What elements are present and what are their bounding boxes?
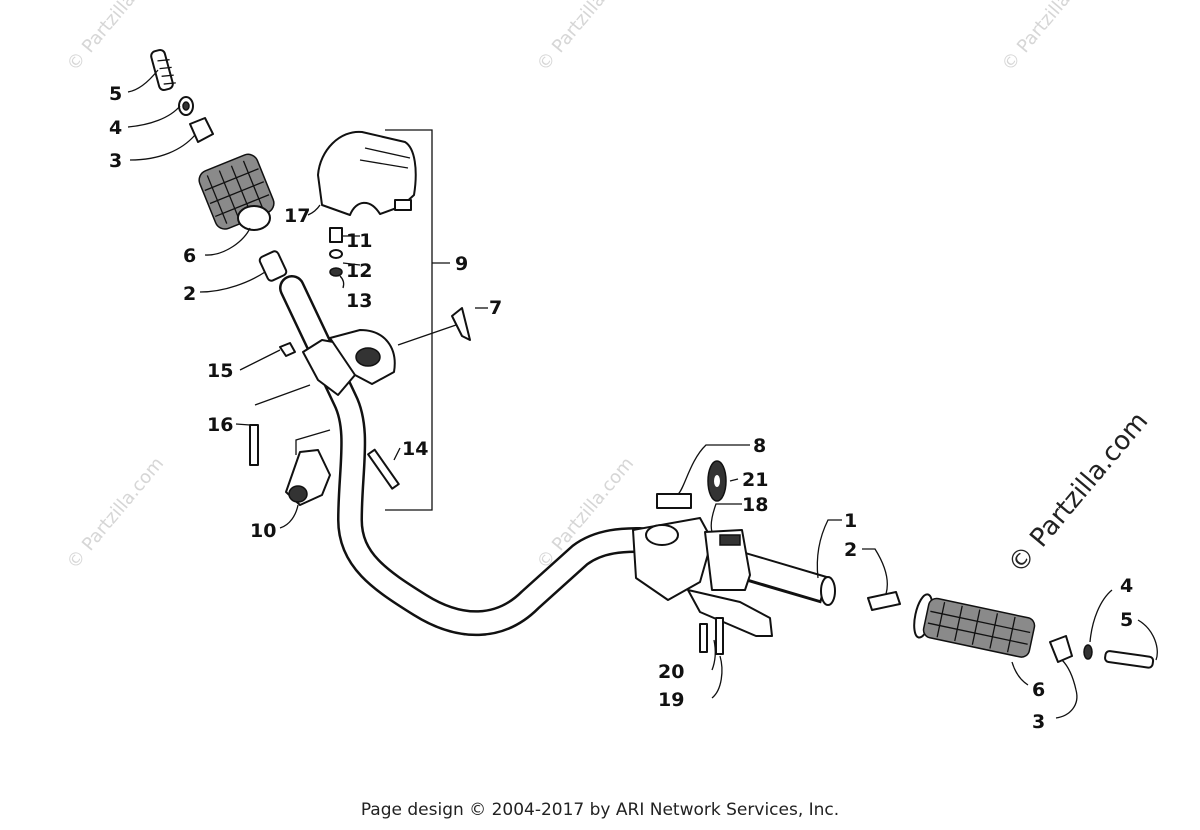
- callout-13: 13: [346, 290, 372, 312]
- callout-5-right: 5: [1120, 609, 1133, 631]
- right-grip-assembly: [867, 591, 1155, 669]
- callout-2-left: 2: [183, 283, 196, 305]
- watermark-4: © Partzilla.com: [63, 453, 168, 573]
- callout-21: 21: [742, 469, 768, 491]
- callout-4-right: 4: [1120, 575, 1133, 597]
- callout-8: 8: [753, 435, 766, 457]
- callout-20: 20: [658, 661, 684, 683]
- callout-19: 19: [658, 689, 684, 711]
- brake-switch-assembly: [632, 460, 773, 655]
- callout-3-left: 3: [109, 150, 122, 172]
- footer-copyright: Page design © 2004-2017 by ARI Network S…: [360, 800, 840, 820]
- callout-7: 7: [489, 297, 502, 319]
- callout-17: 17: [284, 205, 310, 227]
- callout-1: 1: [844, 510, 857, 532]
- handlebar: [279, 275, 836, 637]
- callout-18: 18: [742, 494, 768, 516]
- leader-lines: [127, 69, 1158, 719]
- watermarks: © Partzilla.com © Partzilla.com © Partzi…: [63, 0, 1103, 573]
- callout-labels: 5 4 3 6 2 17 11 12 13 9 7 15 16 10 14 8 …: [109, 83, 1133, 733]
- callout-3-right: 3: [1032, 711, 1045, 733]
- callout-16: 16: [207, 414, 233, 436]
- left-grip-assembly: [150, 48, 288, 282]
- callout-10: 10: [250, 520, 276, 542]
- throttle-housing-assembly: [249, 130, 471, 506]
- callout-15: 15: [207, 360, 233, 382]
- callout-14: 14: [402, 438, 428, 460]
- watermark-2: © Partzilla.com: [533, 0, 638, 75]
- callout-6-left: 6: [183, 245, 196, 267]
- callout-6-right: 6: [1032, 679, 1045, 701]
- callout-11: 11: [346, 230, 372, 252]
- callout-4-left: 4: [109, 117, 122, 139]
- callout-5-left: 5: [109, 83, 122, 105]
- callout-9: 9: [455, 253, 468, 275]
- callout-12: 12: [346, 260, 372, 282]
- partzilla-watermark: © Partzilla.com: [1002, 407, 1154, 580]
- callout-2-right: 2: [844, 539, 857, 561]
- watermark-3: © Partzilla.com: [998, 0, 1103, 75]
